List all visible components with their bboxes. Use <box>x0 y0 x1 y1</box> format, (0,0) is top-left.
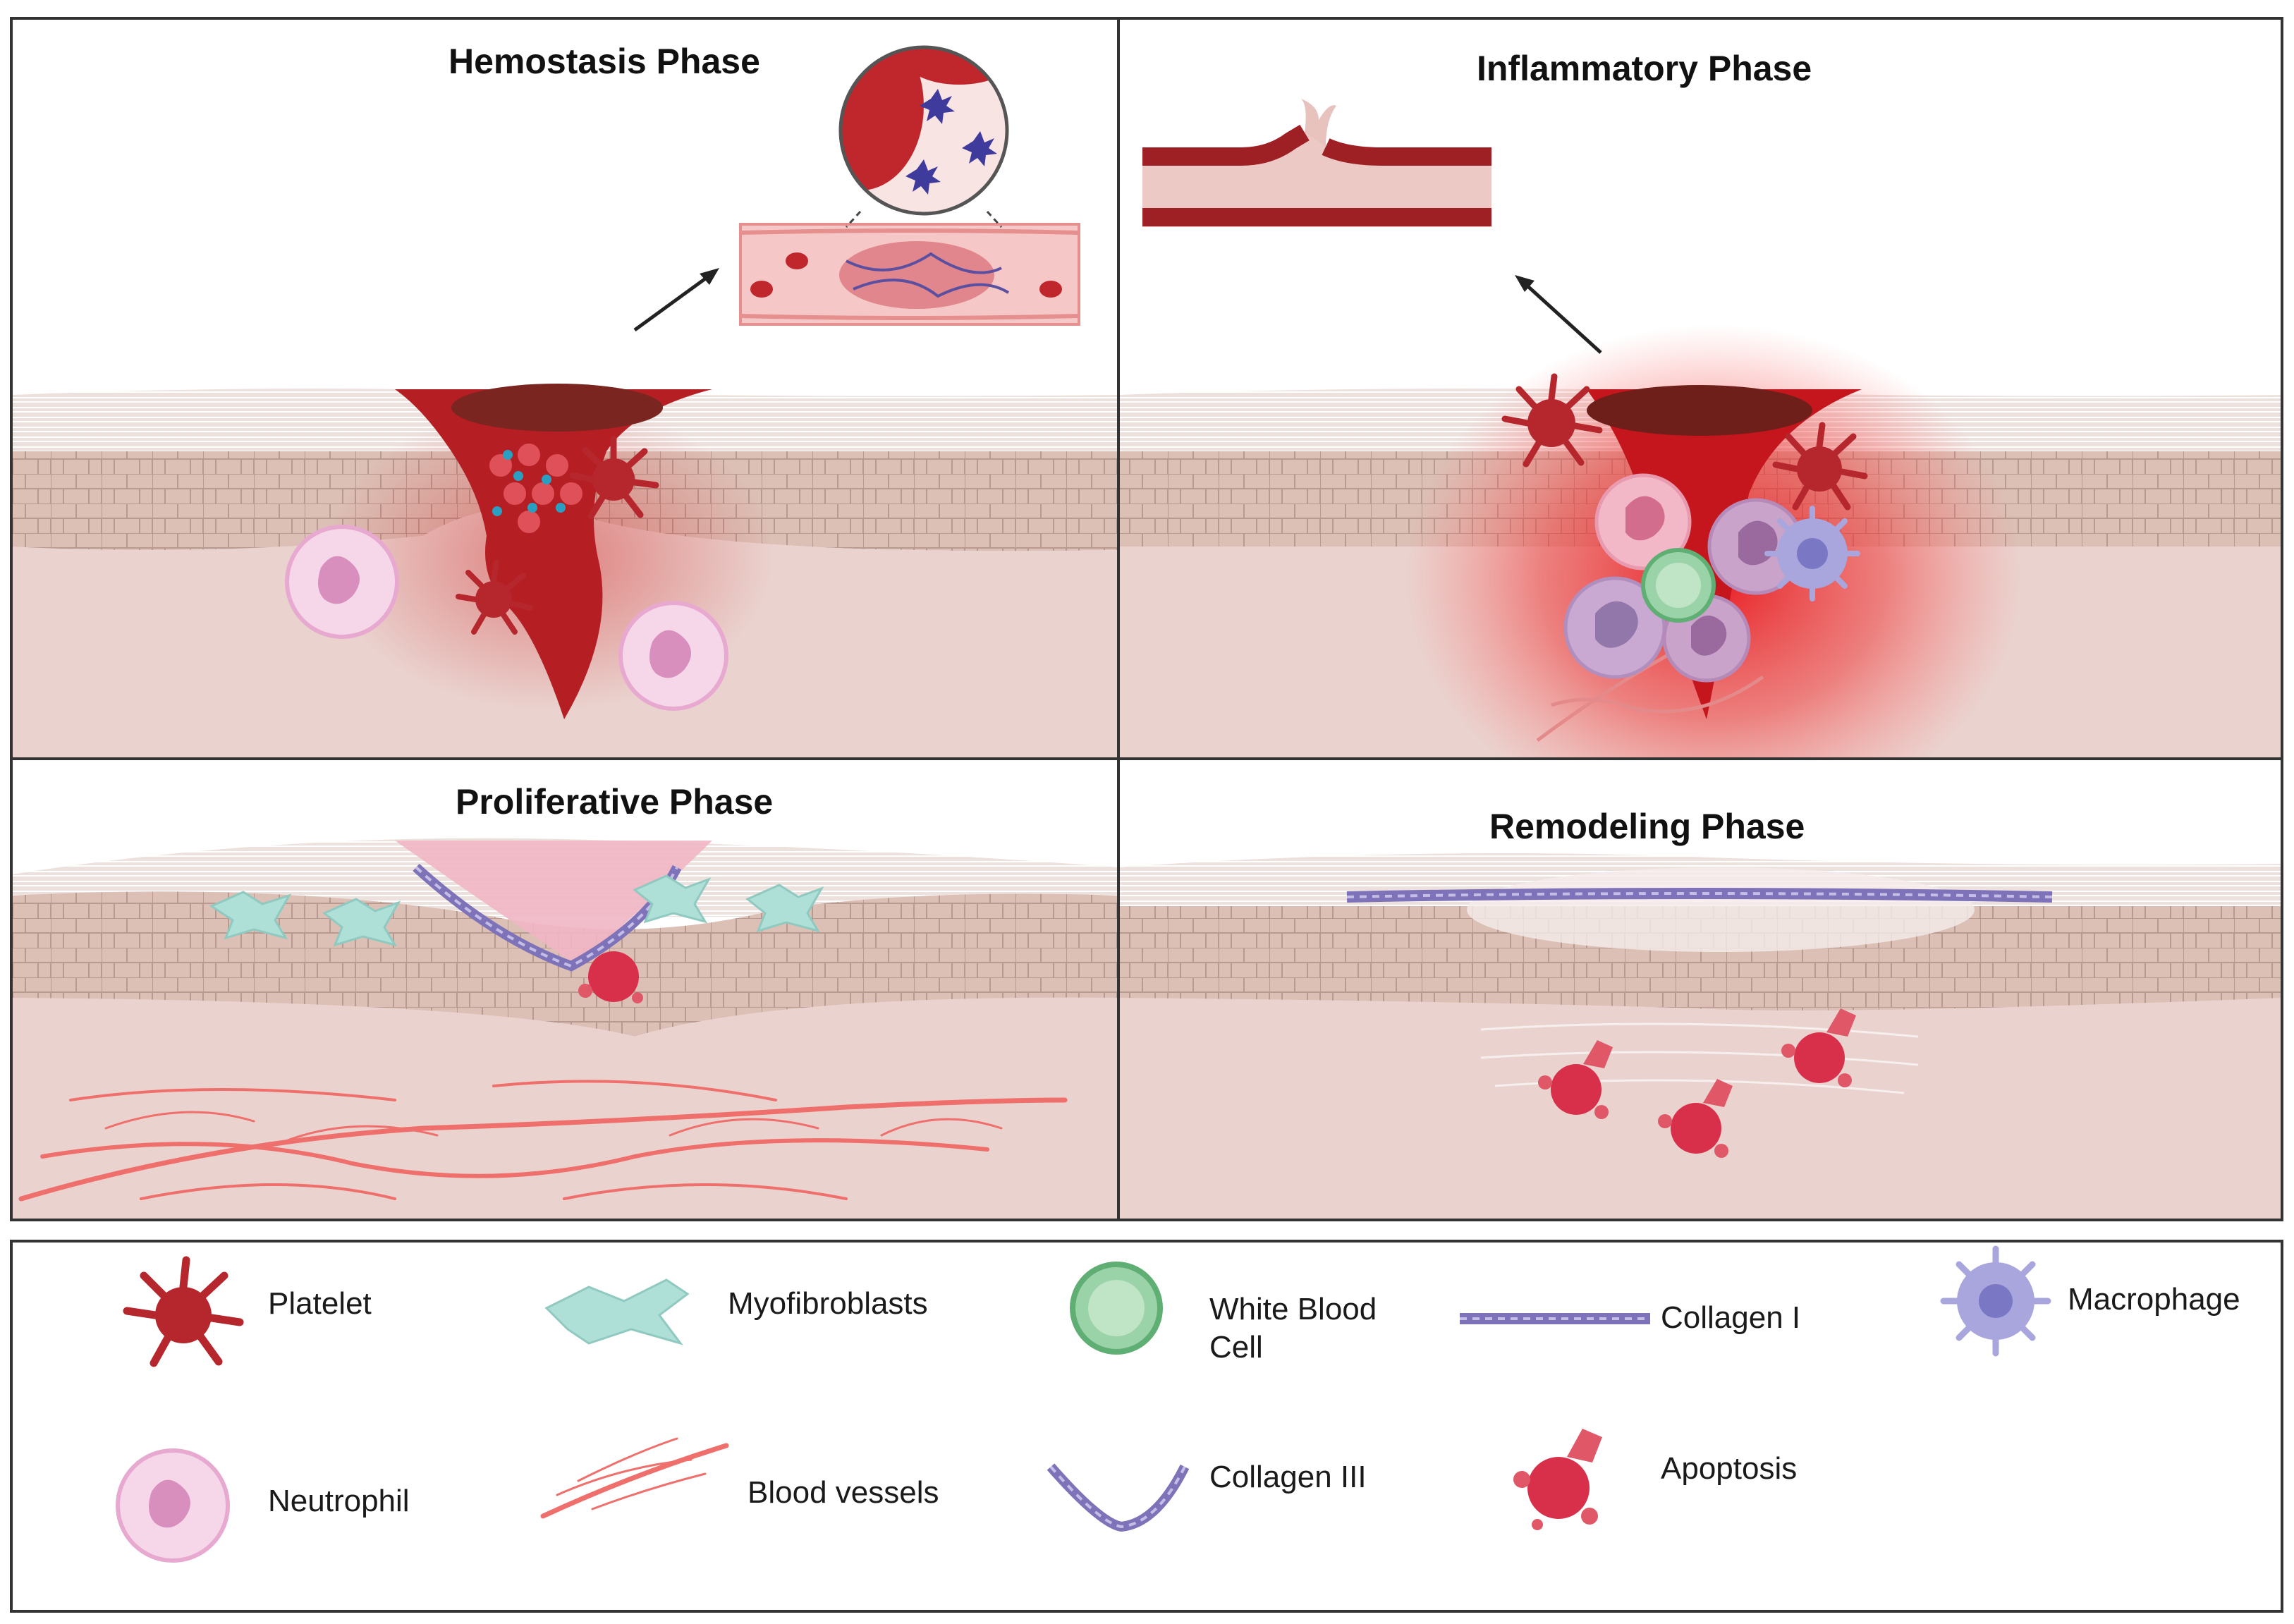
inflammatory-macrophage <box>1764 506 1860 602</box>
legend-blood-vessels-label: Blood vessels <box>748 1475 939 1510</box>
remodeling-panel <box>1118 759 2282 1220</box>
inflammatory-panel <box>1118 18 2282 759</box>
inflammatory-arrow <box>1522 281 1602 354</box>
proliferative-panel <box>11 759 1118 1220</box>
hemostasis-arrow <box>633 271 714 332</box>
inflammatory-vessel <box>1142 99 1491 227</box>
proliferative-apoptotic-cell <box>578 951 643 1003</box>
hemostasis-scab <box>451 384 663 432</box>
hemostasis-title: Hemostasis Phase <box>449 42 760 81</box>
inflammatory-scab <box>1587 385 1812 436</box>
legend-blood-vessels-icon <box>540 1437 729 1519</box>
inflammatory-platelet-2 <box>1772 422 1868 511</box>
remodeling-title: Remodeling Phase <box>1489 807 1805 846</box>
hemostasis-neutrophil-2 <box>618 601 728 711</box>
hemostasis-wound <box>395 389 712 719</box>
legend-collagen-3-icon <box>1047 1463 1190 1532</box>
hemostasis-panel <box>11 18 1118 759</box>
inflammatory-white-blood-cell <box>1641 548 1716 623</box>
legend-white-blood-cell-label: White Blood Cell <box>1209 1292 1377 1364</box>
clot-red-blood-cells <box>487 441 585 536</box>
remodeling-apoptotic-cells <box>1538 1008 1856 1158</box>
proliferative-title: Proliferative Phase <box>456 782 774 822</box>
legend-white-blood-cell-icon <box>1070 1262 1163 1355</box>
hemostasis-platelet-1 <box>569 435 659 520</box>
legend-neutrophil-icon <box>116 1448 230 1563</box>
panel-grid-lines <box>10 17 2283 1221</box>
legend-myofibroblasts-label: Myofibroblasts <box>728 1286 928 1321</box>
hemostasis-platelet-2 <box>456 560 533 635</box>
inflammatory-platelet-1 <box>1501 373 1603 468</box>
hemostasis-vessel-inset <box>739 223 1080 326</box>
legend-collagen-3-label: Collagen III <box>1209 1460 1367 1494</box>
legend-collagen-1-label: Collagen I <box>1661 1300 1801 1335</box>
proliferative-myofibroblasts <box>209 874 824 947</box>
legend-apoptosis-icon <box>1513 1429 1602 1530</box>
legend-myofibroblasts-icon <box>544 1278 690 1345</box>
legend-apoptosis-label: Apoptosis <box>1661 1451 1798 1486</box>
legend-platelet-label: Platelet <box>268 1286 372 1321</box>
legend-neutrophil-label: Neutrophil <box>268 1484 410 1518</box>
legend-platelet-icon <box>123 1256 244 1367</box>
hemostasis-neutrophil-1 <box>285 525 399 639</box>
proliferative-granulation <box>395 841 712 966</box>
legend-macrophage-label: Macrophage <box>2068 1282 2240 1317</box>
inflammatory-title: Inflammatory Phase <box>1477 49 1812 88</box>
legend-macrophage-icon <box>1940 1245 2051 1357</box>
proliferative-blood-vessels <box>18 1080 1068 1202</box>
